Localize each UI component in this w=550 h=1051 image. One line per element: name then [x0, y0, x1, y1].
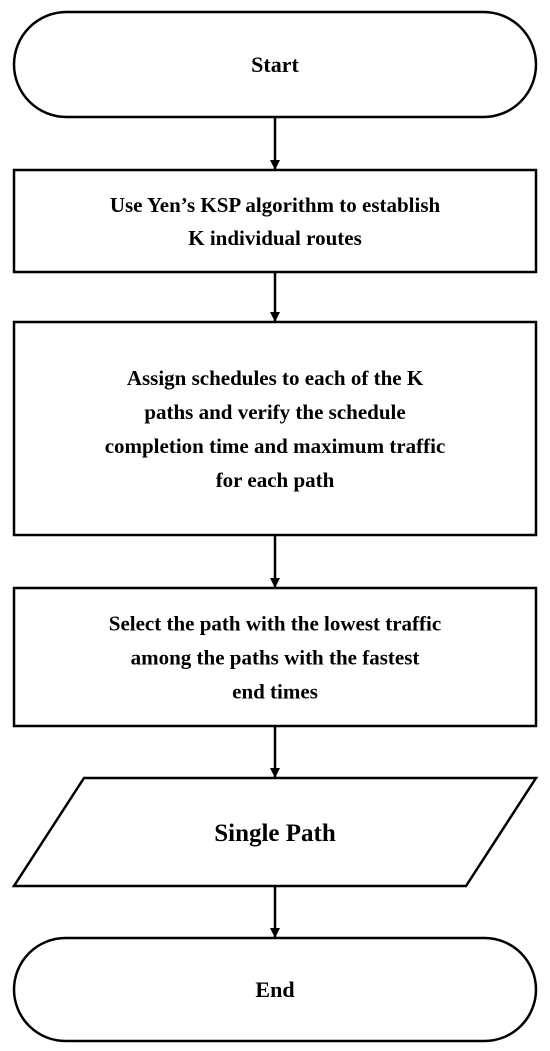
process-shape [12, 168, 538, 274]
terminator-shape [12, 10, 538, 119]
node-step2: Assign schedules to each of the K paths a… [12, 320, 538, 537]
node-label: Assign schedules to each of the K paths a… [105, 366, 446, 492]
node-label-line: Start [251, 52, 299, 77]
node-label: Use Yen’s KSP algorithm to establish K in… [110, 193, 441, 250]
node-label-line: Use Yen’s KSP algorithm to establish [110, 193, 441, 217]
process-shape [12, 320, 538, 537]
node-label-line: among the paths with the fastest [131, 645, 420, 669]
node-label-line: Select the path with the lowest traffic [109, 611, 441, 635]
data-shape [11, 776, 539, 888]
node-start: Start [12, 10, 538, 119]
node-label-line: End [255, 977, 294, 1002]
process-shape [12, 586, 538, 728]
node-label: Select the path with the lowest traffic a… [109, 611, 441, 703]
terminator-shape [12, 936, 538, 1043]
node-label-line: for each path [216, 468, 335, 492]
node-label-line: Single Path [214, 820, 336, 847]
node-end: End [12, 936, 538, 1043]
node-step1: Use Yen’s KSP algorithm to establish K in… [12, 168, 538, 274]
node-label: Single Path [214, 820, 336, 847]
node-output: Single Path [11, 776, 539, 888]
node-label-line: completion time and maximum traffic [105, 434, 446, 458]
node-step3: Select the path with the lowest traffic a… [12, 586, 538, 728]
node-label-line: end times [232, 679, 318, 703]
node-label-line: Assign schedules to each of the K [127, 366, 424, 390]
node-label-line: paths and verify the schedule [144, 400, 405, 424]
node-label: End [255, 977, 294, 1002]
node-label: Start [251, 52, 299, 77]
node-label-line: K individual routes [188, 226, 362, 250]
